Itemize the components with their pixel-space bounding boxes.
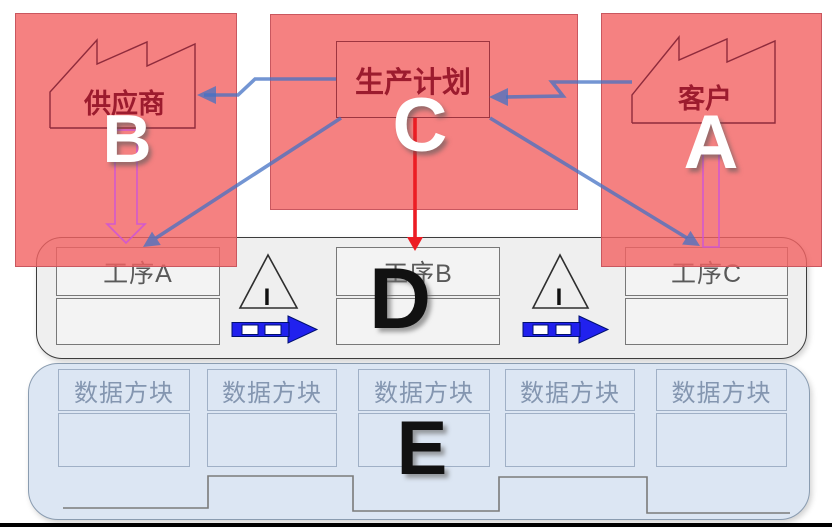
data-box-3-body — [358, 413, 490, 467]
customer-node — [601, 13, 822, 267]
data-box-4-label: 数据方块 — [520, 379, 620, 407]
data-box-5-label: 数据方块 — [671, 379, 772, 407]
data-box-3: 数据方块 — [358, 369, 490, 411]
process-a-data-box — [56, 298, 220, 345]
process-b-label: 工序B — [383, 259, 453, 288]
data-box-2-body — [207, 413, 337, 467]
data-box-4-body — [505, 413, 635, 467]
process-c-data-box — [625, 298, 788, 345]
data-box-1-body — [58, 413, 190, 467]
data-box-1-label: 数据方块 — [74, 379, 174, 407]
production-plan-label: 生产计划 — [354, 66, 471, 99]
data-box-4: 数据方块 — [505, 369, 635, 411]
process-b-box: 工序B — [336, 247, 500, 296]
data-box-5: 数据方块 — [656, 369, 787, 411]
production-plan-box: 生产计划 — [336, 41, 490, 118]
supplier-label: 供应商 — [84, 88, 165, 119]
data-box-2: 数据方块 — [207, 369, 337, 411]
data-box-2-label: 数据方块 — [222, 379, 322, 407]
data-box-1: 数据方块 — [58, 369, 190, 411]
bottom-rule — [0, 523, 832, 527]
data-box-3-label: 数据方块 — [374, 379, 474, 407]
process-b-data-box — [336, 298, 500, 345]
customer-label: 客户 — [678, 83, 732, 114]
data-box-5-body — [656, 413, 787, 467]
supplier-node — [15, 13, 237, 267]
